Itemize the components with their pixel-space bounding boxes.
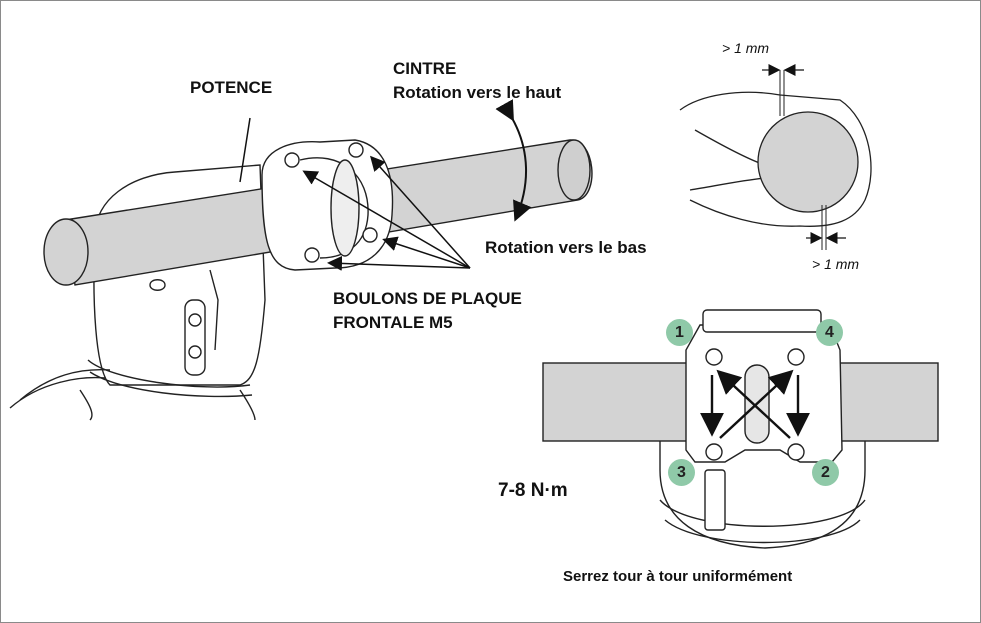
stem-label: POTENCE bbox=[190, 78, 273, 97]
tightening-arrows bbox=[700, 369, 810, 439]
gap-top-label: > 1 mm bbox=[722, 40, 770, 56]
bolt-order-badge-4: 4 bbox=[816, 319, 843, 346]
gap-bottom-label: > 1 mm bbox=[812, 256, 860, 272]
rotation-up-label: Rotation vers le haut bbox=[393, 83, 562, 102]
rotation-down-label: Rotation vers le bas bbox=[485, 238, 647, 257]
gap-dimension-lines bbox=[762, 64, 846, 244]
bolts-label-line2: FRONTALE M5 bbox=[333, 313, 453, 332]
bolt-order-badge-2: 2 bbox=[812, 459, 839, 486]
gap-detail bbox=[679, 70, 872, 250]
torque-label: 7-8 N·m bbox=[498, 480, 568, 501]
leader-lines bbox=[239, 117, 471, 271]
front-view bbox=[542, 309, 939, 549]
bolts-label-line1: BOULONS DE PLAQUE bbox=[333, 289, 522, 308]
rotation-arrow bbox=[495, 99, 532, 222]
bolt-order-badge-1: 1 bbox=[666, 319, 693, 346]
handlebar-label: CINTRE bbox=[393, 59, 457, 78]
bolt-order-badge-3: 3 bbox=[668, 459, 695, 486]
instruction-label: Serrez tour à tour uniformément bbox=[563, 568, 793, 585]
faceplate-clamp bbox=[261, 139, 394, 271]
